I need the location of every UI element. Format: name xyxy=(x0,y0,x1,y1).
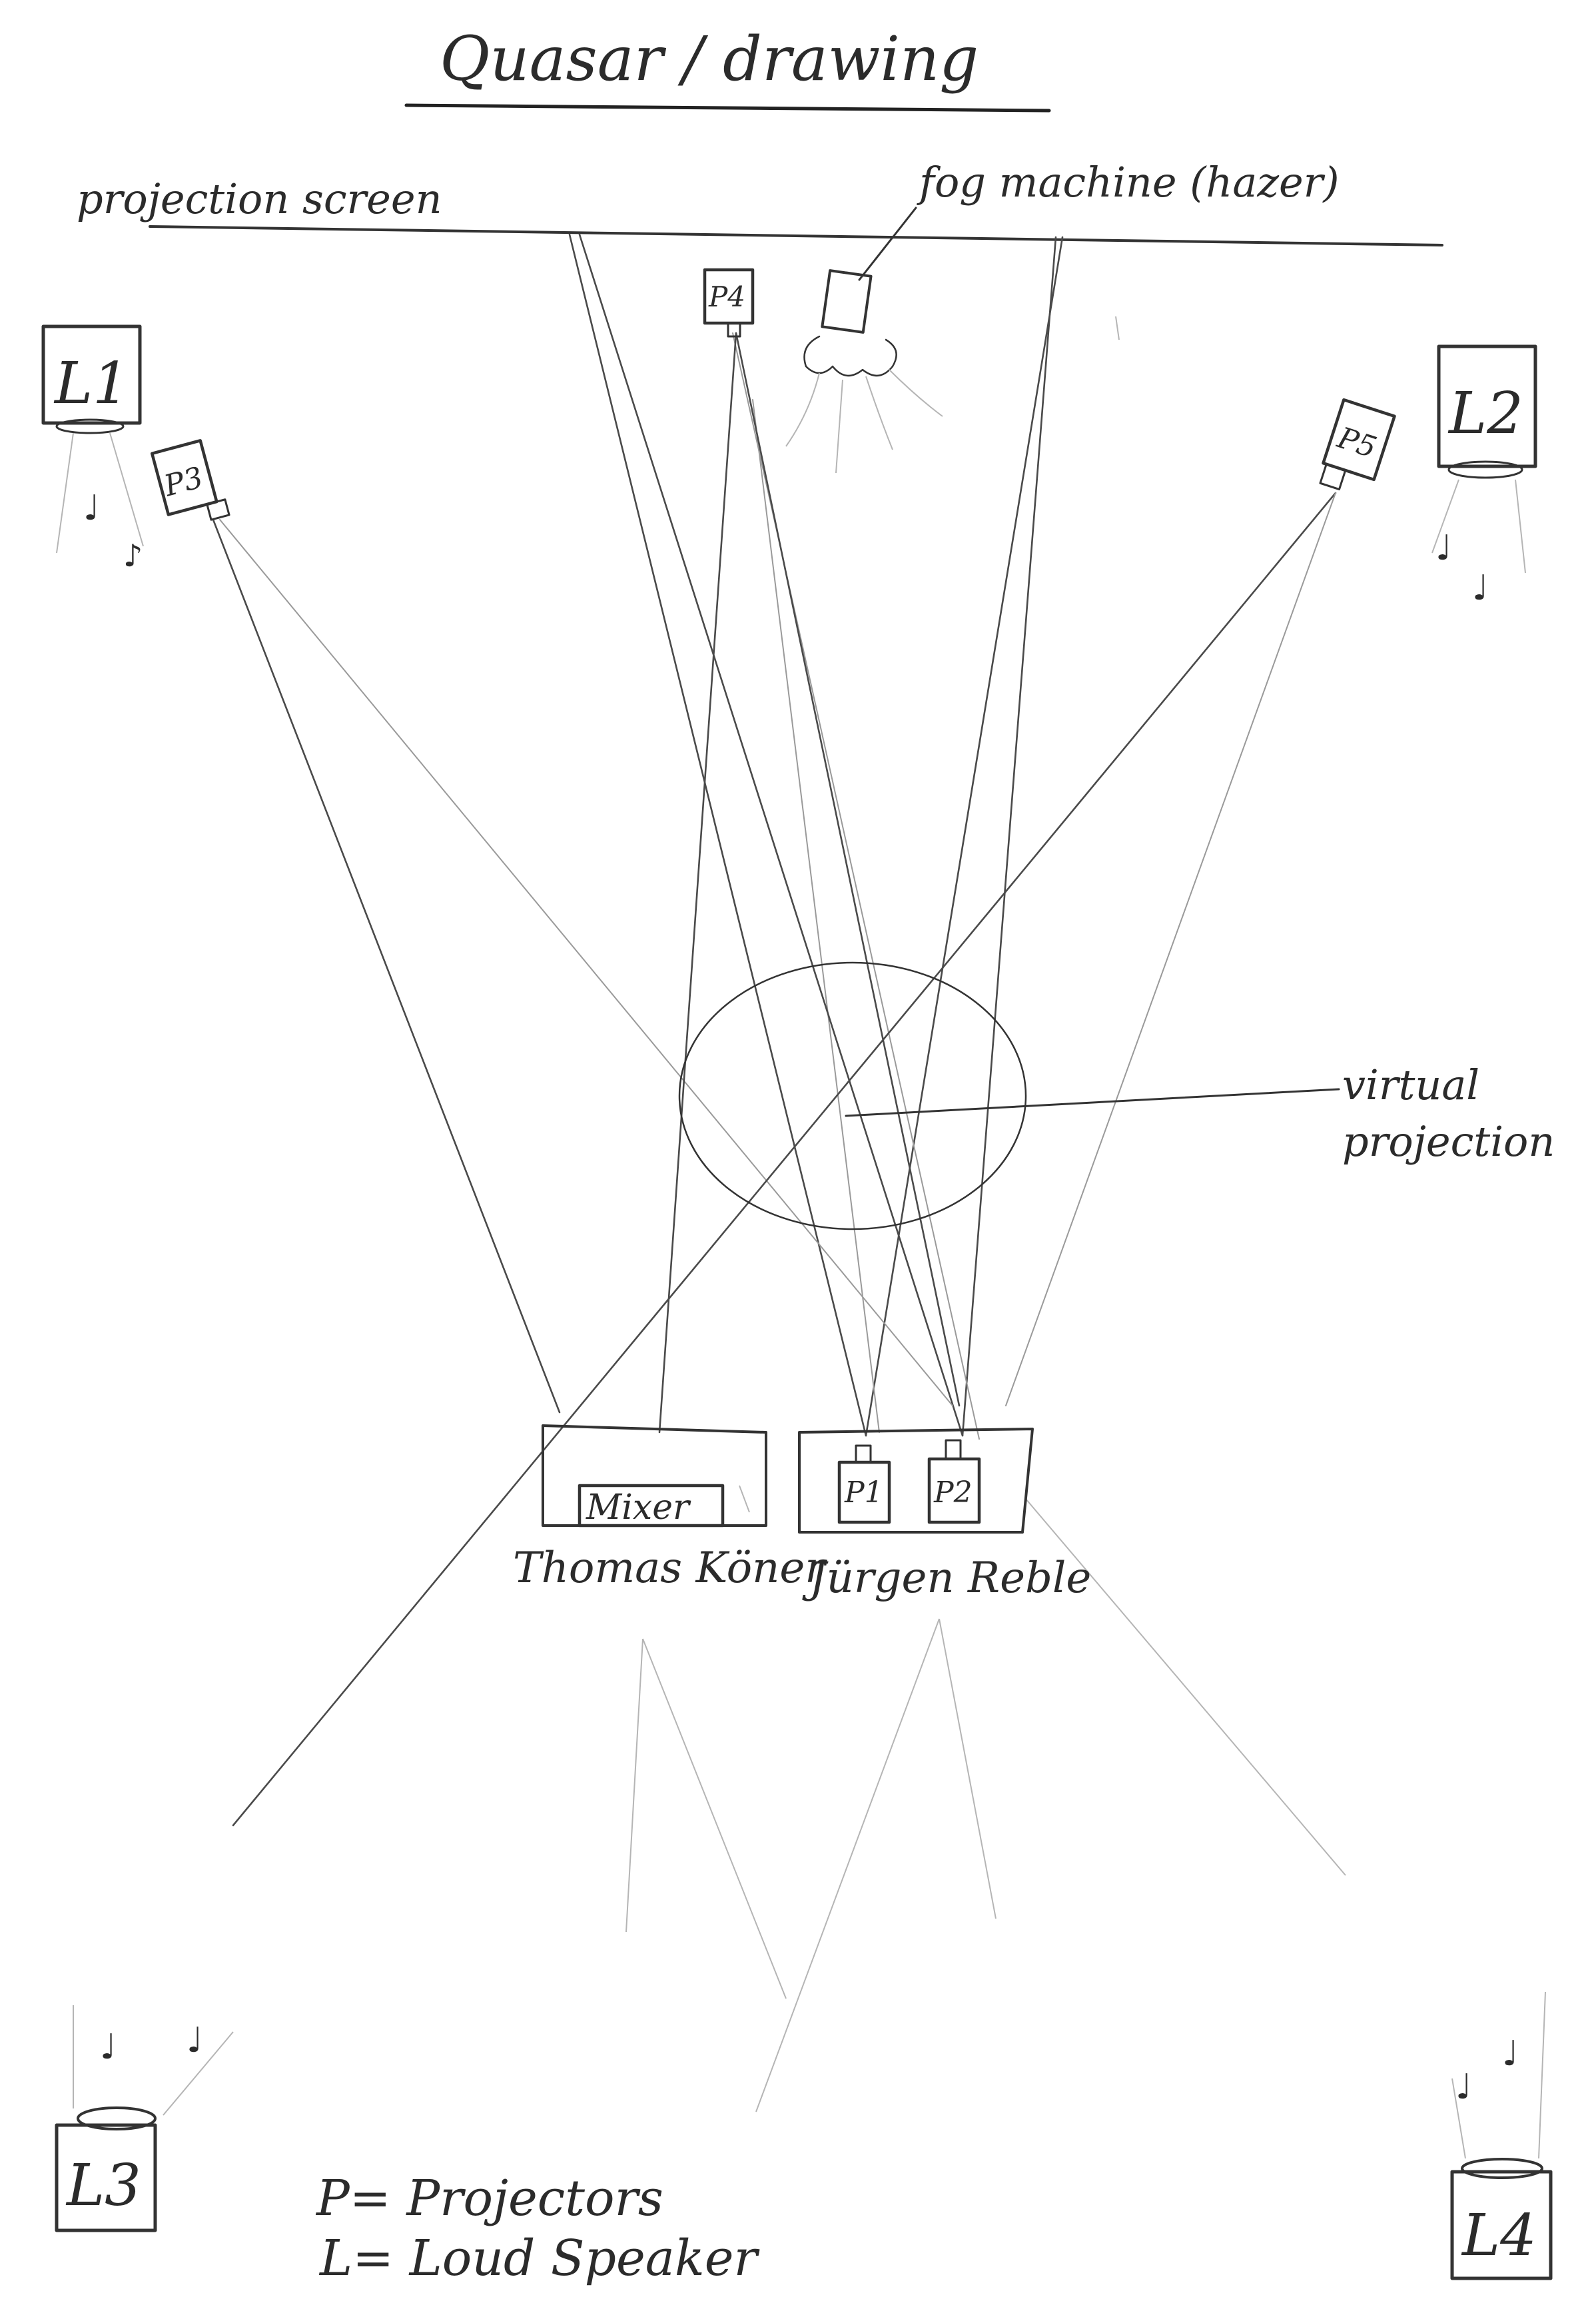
performer-jurgen-reble: Jürgen Reble xyxy=(802,1554,1091,1603)
mixer-table: Mixer xyxy=(542,1424,767,1528)
svg-text:♩: ♩ xyxy=(1472,568,1489,608)
projector-p4-label: P4 xyxy=(708,280,745,313)
speaker-l1: L1 ♩ ♪ xyxy=(41,324,144,574)
projection-screen-label: projection screen xyxy=(77,175,442,223)
speaker-l4: L4 ♩ ♩ xyxy=(1450,1991,1553,2280)
virtual-projection-label-line1: virtual xyxy=(1342,1061,1479,1109)
svg-text:♩: ♩ xyxy=(1435,528,1452,568)
projector-p2: P2 xyxy=(927,1439,981,1524)
virtual-projection-pointer xyxy=(845,1088,1340,1117)
speaker-l1-label: L1 xyxy=(53,350,129,417)
projector-p5: P5 xyxy=(1319,398,1396,491)
legend-projectors: P= Projectors xyxy=(315,2170,663,2227)
projector-p3: P3 xyxy=(151,439,230,521)
fog-machine-label: fog machine (hazer) xyxy=(917,158,1340,207)
projection-screen-line xyxy=(149,225,1443,246)
speaker-l2: L2 ♩ ♩ xyxy=(1431,344,1537,608)
sound-notes-icon: ♩ ♩ xyxy=(1431,479,1526,608)
sound-notes-icon: ♩ ♩ xyxy=(1451,1991,1546,2159)
projector-p5-label: P5 xyxy=(1333,420,1381,465)
title-underline xyxy=(404,103,1051,113)
projection-table xyxy=(798,1428,1034,1534)
haze-cloud-icon xyxy=(785,335,943,474)
svg-text:♩: ♩ xyxy=(1502,2034,1519,2074)
fog-machine xyxy=(785,269,943,474)
projector-p1: P1 xyxy=(837,1444,891,1524)
projector-p4: P4 xyxy=(703,268,755,338)
virtual-projection-ellipse xyxy=(678,961,1027,1230)
legend: P= Projectors L= Loud Speaker xyxy=(315,2170,761,2287)
title: Quasar / drawing xyxy=(440,23,979,95)
projector-p3-label: P3 xyxy=(160,460,206,503)
virtual-projection-label: virtual projection xyxy=(1342,1061,1555,1166)
fog-machine-pointer xyxy=(858,207,917,281)
svg-text:♩: ♩ xyxy=(100,2027,117,2067)
speaker-l2-label: L2 xyxy=(1447,380,1523,447)
audio-lines xyxy=(625,1485,1346,2112)
speaker-l3: L3 ♩ ♩ xyxy=(55,2005,234,2232)
mixer-label: Mixer xyxy=(586,1488,691,1528)
sound-notes-icon: ♩ ♩ xyxy=(73,2005,234,2116)
legend-speakers: L= Loud Speaker xyxy=(318,2230,761,2287)
speaker-l4-label: L4 xyxy=(1461,2202,1537,2269)
svg-text:♩: ♩ xyxy=(187,2021,203,2061)
pencil-mark xyxy=(1115,316,1120,340)
speaker-l3-label: L3 xyxy=(65,2152,141,2219)
projector-p1-label: P1 xyxy=(844,1476,883,1510)
svg-text:♩: ♩ xyxy=(1455,2067,1472,2107)
sound-notes-icon: ♩ ♪ xyxy=(56,432,144,574)
virtual-projection-label-line2: projection xyxy=(1342,1117,1555,1166)
projection-beams xyxy=(212,233,1337,1827)
performer-thomas-koner: Thomas Köner xyxy=(513,1544,827,1593)
projector-p2-label: P2 xyxy=(933,1476,973,1510)
svg-text:♪: ♪ xyxy=(123,538,143,574)
svg-text:♩: ♩ xyxy=(83,488,100,528)
